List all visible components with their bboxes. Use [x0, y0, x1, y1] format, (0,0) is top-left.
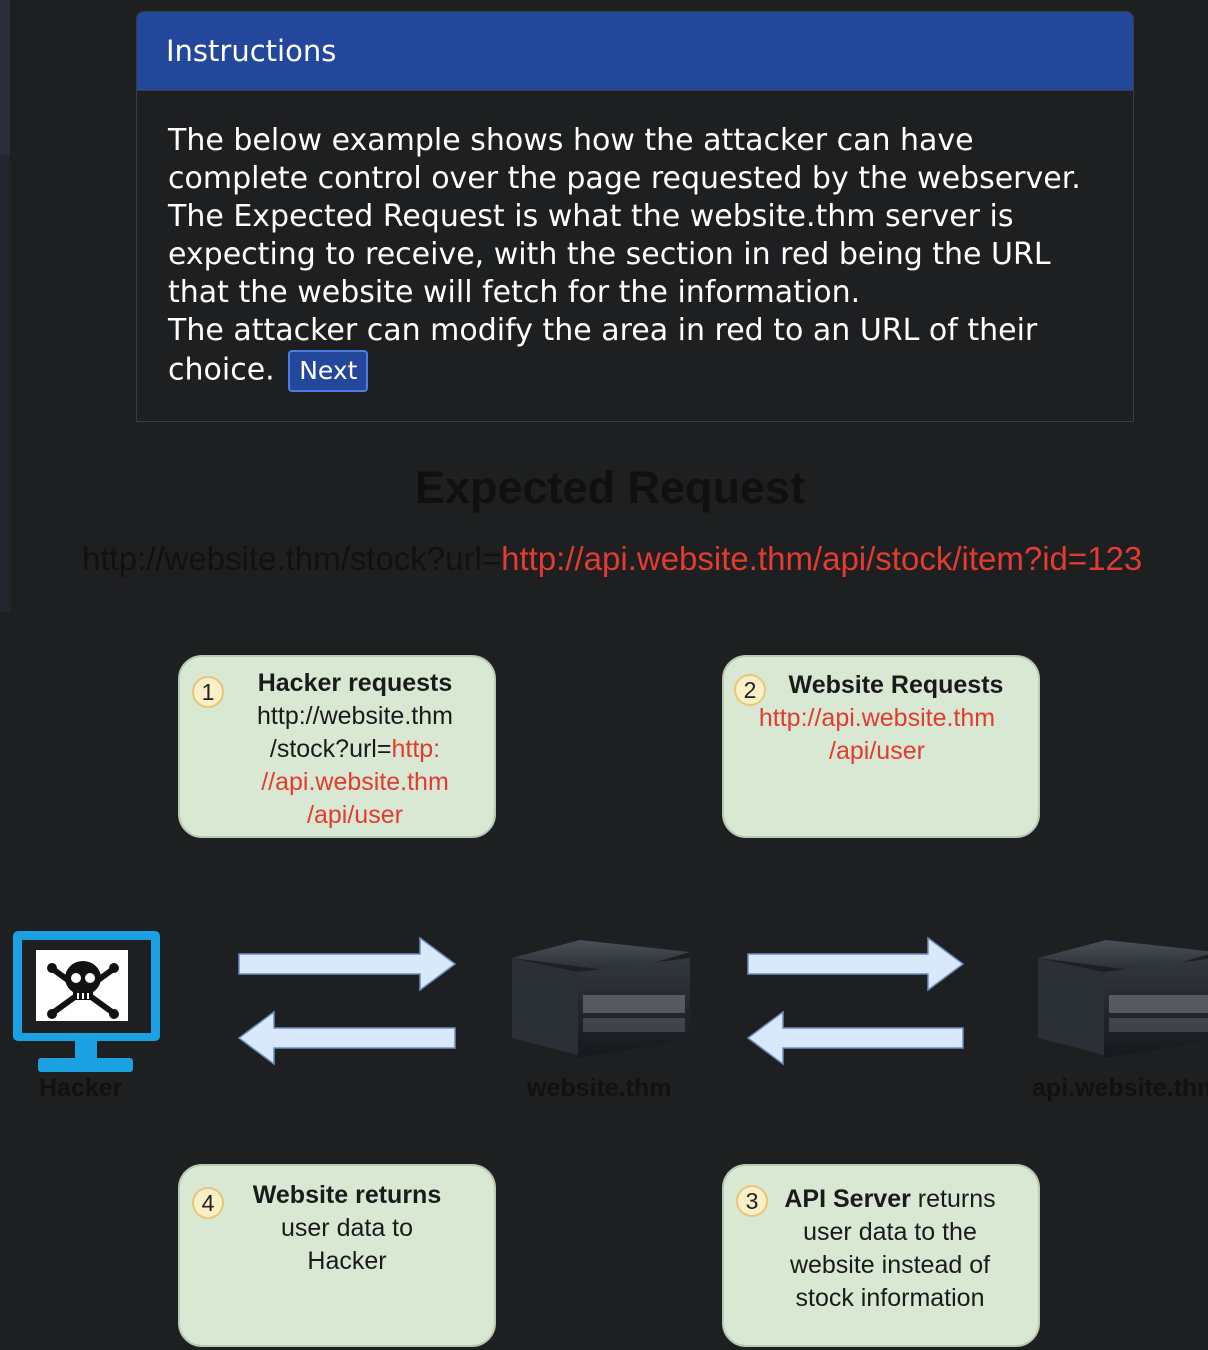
step-1-line-1: http://website.thm: [257, 702, 453, 730]
arrow-right-2-icon: [747, 936, 965, 992]
arrow-right-1-icon: [238, 936, 457, 992]
panel-header: Instructions: [137, 12, 1133, 91]
expected-request-url: http://website.thm/stock?url=http://api.…: [82, 540, 1142, 578]
step-4-text: Website returns user data to Hacker: [180, 1166, 494, 1278]
panel-title: Instructions: [166, 34, 337, 68]
instruction-paragraph-1: The below example shows how the attacker…: [168, 123, 1081, 196]
api-website-label: api.website.thm: [1032, 1074, 1208, 1102]
url-red-part: http://api.website.thm/api/stock/item?id…: [501, 540, 1143, 577]
step-3-title-bold: API Server: [784, 1185, 911, 1213]
website-label: website.thm: [527, 1074, 672, 1102]
step-4-number: 4: [192, 1187, 224, 1219]
arrow-left-2-icon: [746, 1010, 964, 1066]
step-3-title: API Server returns: [742, 1183, 1038, 1216]
step-2-title-text: Website Requests: [788, 671, 1004, 699]
step-1-line-2: /stock?url=http:: [216, 733, 494, 766]
step-1-box: 1 Hacker requests http://website.thm /st…: [178, 655, 496, 838]
instructions-panel: Instructions The below example shows how…: [136, 11, 1134, 422]
panel-body: The below example shows how the attacker…: [137, 91, 1133, 392]
step-2-title: Website Requests: [762, 669, 1030, 702]
step-4-title: Website returns: [200, 1179, 494, 1212]
step-3-line-1: user data to the: [803, 1218, 977, 1246]
step-4-box: 4 Website returns user data to Hacker: [178, 1164, 496, 1347]
step-1-number: 1: [192, 676, 224, 708]
url-base: http://website.thm/stock?url=: [82, 540, 502, 577]
step-2-number: 2: [734, 674, 766, 706]
step-1-line-2-red: http:: [391, 735, 441, 763]
step-2-line-2: /api/user: [829, 737, 925, 765]
hacker-label: Hacker: [39, 1074, 123, 1102]
step-1-line-4: /api/user: [307, 801, 403, 829]
step-1-line-3: //api.website.thm: [261, 768, 449, 796]
step-4-title-text: Website returns: [252, 1181, 442, 1209]
step-3-title-rest: returns: [910, 1185, 996, 1213]
step-1-text: Hacker requests http://website.thm /stoc…: [180, 657, 494, 832]
step-1-title: Hacker requests: [216, 667, 494, 700]
instruction-paragraph-3-text: The attacker can modify the area in red …: [168, 313, 1038, 388]
step-1-line-2-black: /stock?url=: [269, 735, 392, 763]
step-4-line-1: user data to: [280, 1214, 414, 1242]
expected-request-title: Expected Request: [414, 462, 806, 513]
api-server-icon: [1038, 940, 1208, 1058]
website-server-icon: [512, 940, 690, 1058]
diagram-graphics: [13, 931, 1208, 1072]
hacker-monitor-icon: [13, 931, 160, 1072]
step-1-title-text: Hacker requests: [257, 669, 453, 697]
step-3-text: API Server returns user data to the webs…: [724, 1166, 1038, 1315]
skull-crossbones-icon: [47, 961, 119, 1019]
instruction-paragraph-3: The attacker can modify the area in red …: [168, 312, 1103, 392]
step-3-number: 3: [736, 1185, 768, 1217]
step-3-box: 3 API Server returns user data to the we…: [722, 1164, 1040, 1347]
side-strip: [0, 0, 10, 612]
step-2-line-1: http://api.website.thm: [758, 704, 996, 732]
step-2-box: 2 Website Requests http://api.website.th…: [722, 655, 1040, 838]
arrow-left-1-icon: [237, 1010, 456, 1066]
instruction-paragraph-2: The Expected Request is what the website…: [168, 199, 1051, 310]
step-3-line-2: website instead of: [789, 1251, 991, 1279]
next-button[interactable]: Next: [288, 350, 369, 392]
step-3-line-3: stock information: [795, 1284, 985, 1312]
step-4-line-2: Hacker: [307, 1247, 387, 1275]
step-2-text: Website Requests http://api.website.thm …: [724, 657, 1038, 768]
side-strip-top: [0, 0, 10, 155]
